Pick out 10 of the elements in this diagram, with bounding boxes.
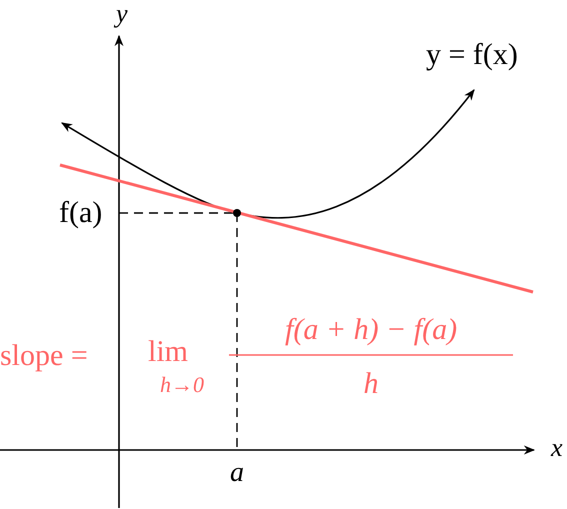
tick-label: a xyxy=(230,459,244,487)
value-label: f(a) xyxy=(59,198,102,228)
formula-text: lim xyxy=(148,337,188,367)
curve-label: y = f(x) xyxy=(426,40,518,70)
axis-label: y xyxy=(116,1,128,27)
formula-subscript: h→0 xyxy=(160,374,204,396)
fraction-numerator: f(a + h) − f(a) xyxy=(285,315,458,345)
fraction-denominator: h xyxy=(364,369,378,399)
formula-text: slope = xyxy=(0,341,88,371)
axis-label: x xyxy=(551,435,563,461)
